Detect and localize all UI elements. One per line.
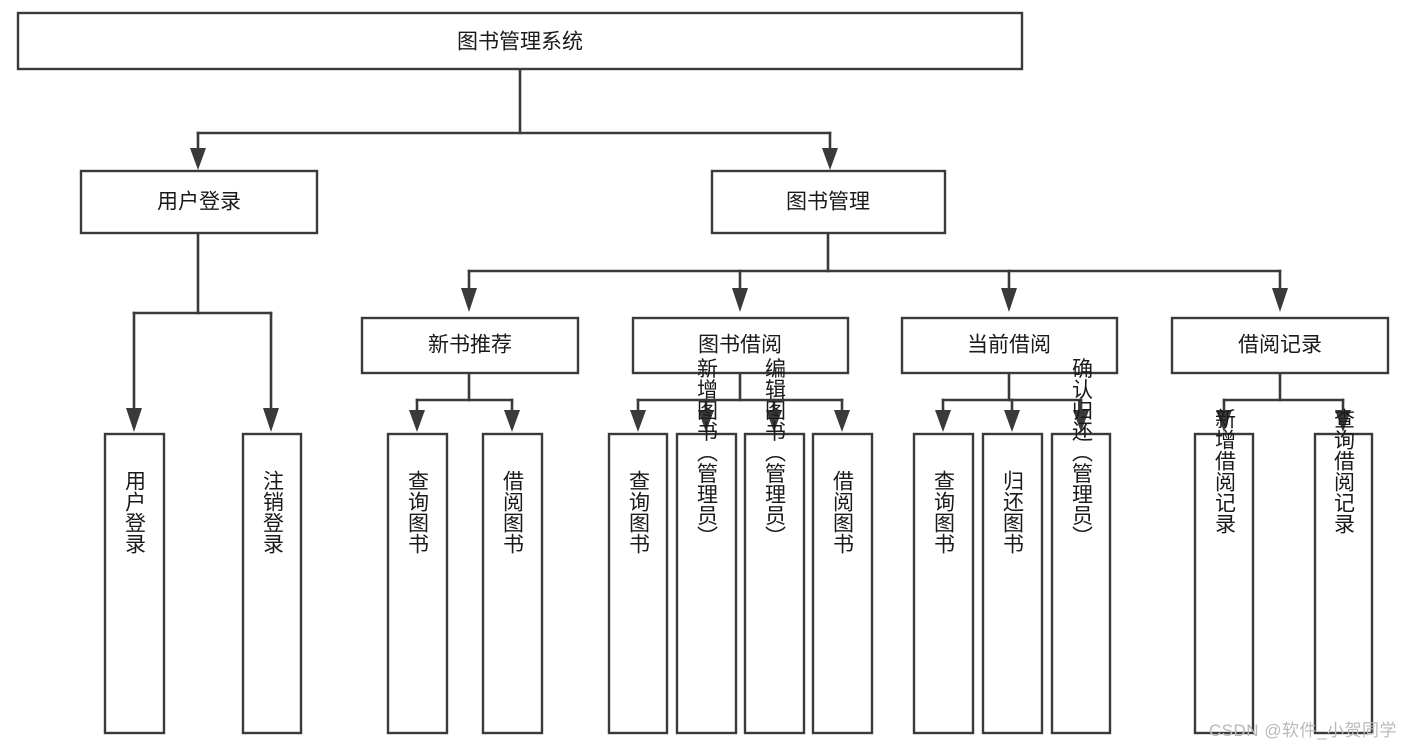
node-leaf-current-confirm-box[interactable]	[1050, 432, 1112, 735]
node-leaf-newbook-borrow[interactable]: 借阅图书	[481, 432, 544, 735]
node-leaf-borrow-edit[interactable]: 编辑图书（管理员）	[743, 358, 806, 735]
connectors-layer	[126, 67, 1351, 432]
node-leaf-borrow-lend-box[interactable]	[811, 432, 874, 735]
node-leaf-newbook-query[interactable]: 查询图书	[386, 432, 449, 735]
node-leaf-records-query[interactable]: 查询借阅记录	[1313, 408, 1374, 735]
arrow-head-newbook-query	[409, 410, 425, 432]
node-leaf-records-query-box[interactable]	[1313, 432, 1374, 735]
node-leaf-records-add-box[interactable]	[1193, 432, 1255, 735]
arrow-head-borrow-add	[698, 410, 714, 432]
node-bookmgmt[interactable]: 图书管理	[710, 169, 947, 235]
node-leaf-records-add-label: 新增借阅记录	[1213, 408, 1237, 534]
arrow-head-user-logout	[263, 408, 279, 432]
node-bookmgmt-box[interactable]	[710, 169, 947, 235]
node-records-box[interactable]	[1170, 316, 1390, 375]
node-leaf-current-query-box[interactable]	[912, 432, 975, 735]
arrow-head-bookmgmt	[822, 148, 838, 170]
node-leaf-records-add[interactable]: 新增借阅记录	[1193, 408, 1255, 735]
node-leaf-borrow-query-box[interactable]	[607, 432, 669, 735]
node-leaf-user-logout-label: 注销登录	[261, 470, 285, 554]
node-leaf-user-logout[interactable]: 注销登录	[241, 432, 303, 735]
arrow-head-current-return	[1004, 410, 1020, 432]
node-current-label: 当前借阅	[967, 334, 1051, 357]
node-newbook-box[interactable]	[360, 316, 580, 375]
node-borrow-box[interactable]	[631, 316, 850, 375]
node-leaf-newbook-borrow-box[interactable]	[481, 432, 544, 735]
node-records-label: 借阅记录	[1238, 334, 1322, 357]
node-leaf-user-login[interactable]: 用户登录	[103, 432, 166, 735]
arrow-head-borrow	[732, 288, 748, 312]
node-leaf-borrow-edit-label: 编辑图书（管理员）	[763, 358, 787, 547]
arrow-head-records-add	[1216, 410, 1232, 432]
arrow-head-login	[190, 148, 206, 170]
node-leaf-borrow-edit-box[interactable]	[743, 432, 806, 735]
node-leaf-user-login-label: 用户登录	[123, 470, 147, 554]
node-current[interactable]: 当前借阅	[900, 316, 1119, 375]
arrow-head-records	[1272, 288, 1288, 312]
arrow-head-current	[1001, 288, 1017, 312]
node-root[interactable]: 图书管理系统	[16, 11, 1024, 71]
node-leaf-current-return-box[interactable]	[981, 432, 1044, 735]
arrow-head-user-login	[126, 408, 142, 432]
node-leaf-borrow-add[interactable]: 新增图书（管理员）	[675, 358, 738, 735]
node-newbook-label: 新书推荐	[428, 334, 512, 357]
node-current-box[interactable]	[900, 316, 1119, 375]
node-login-box[interactable]	[79, 169, 319, 235]
node-borrow-label: 图书借阅	[698, 334, 782, 357]
node-login[interactable]: 用户登录	[79, 169, 319, 235]
arrow-head-borrow-lend	[834, 410, 850, 432]
node-root-box[interactable]	[16, 11, 1024, 71]
node-leaf-borrow-query-label: 查询图书	[627, 470, 651, 554]
node-leaf-current-query[interactable]: 查询图书	[912, 432, 975, 735]
node-leaf-user-logout-box[interactable]	[241, 432, 303, 735]
arrow-head-borrow-edit	[766, 410, 782, 432]
node-records[interactable]: 借阅记录	[1170, 316, 1390, 375]
arrow-head-borrow-query	[630, 410, 646, 432]
node-leaf-borrow-add-box[interactable]	[675, 432, 738, 735]
node-leaf-borrow-lend-label: 借阅图书	[831, 470, 855, 554]
node-leaf-newbook-query-label: 查询图书	[406, 470, 430, 554]
watermark-text: CSDN @软件_小贺同学	[1208, 721, 1397, 740]
node-leaf-borrow-lend[interactable]: 借阅图书	[811, 432, 874, 735]
arrow-head-current-confirm	[1073, 410, 1089, 432]
node-root-label: 图书管理系统	[457, 31, 583, 54]
node-leaf-newbook-query-box[interactable]	[386, 432, 449, 735]
node-leaf-current-return-label: 归还图书	[1001, 470, 1025, 554]
node-leaf-current-query-label: 查询图书	[932, 470, 956, 554]
node-leaf-current-confirm-label: 确认归还（管理员）	[1070, 358, 1094, 547]
node-leaf-borrow-add-label: 新增图书（管理员）	[695, 358, 719, 547]
node-leaf-records-query-label: 查询借阅记录	[1332, 408, 1356, 534]
node-leaf-newbook-borrow-label: 借阅图书	[501, 470, 525, 554]
node-leaf-current-confirm[interactable]: 确认归还（管理员）	[1050, 358, 1112, 735]
arrow-head-newbook-borrow	[504, 410, 520, 432]
arrow-head-current-query	[935, 410, 951, 432]
node-login-label: 用户登录	[157, 191, 241, 214]
node-newbook[interactable]: 新书推荐	[360, 316, 580, 375]
arrow-head-records-query	[1335, 410, 1351, 432]
arrow-head-newbook	[461, 288, 477, 312]
node-bookmgmt-label: 图书管理	[786, 191, 870, 214]
node-leaf-current-return[interactable]: 归还图书	[981, 432, 1044, 735]
node-leaf-user-login-box[interactable]	[103, 432, 166, 735]
node-borrow[interactable]: 图书借阅	[631, 316, 850, 375]
node-leaf-borrow-query[interactable]: 查询图书	[607, 432, 669, 735]
